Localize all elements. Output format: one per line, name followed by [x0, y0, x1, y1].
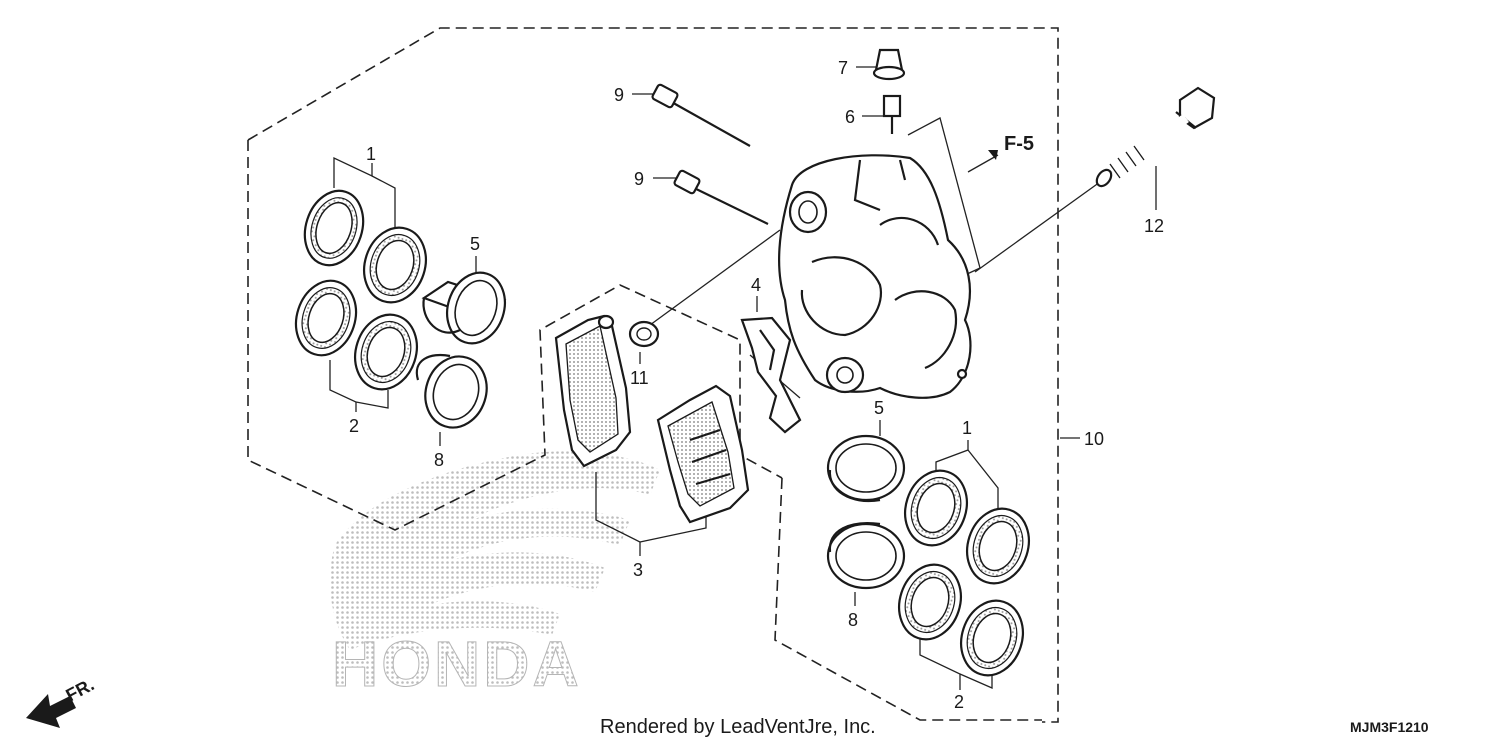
callout-10: 10: [1084, 429, 1104, 449]
pad-spring-4: [740, 316, 802, 434]
assembly-outline-left: [247, 27, 1059, 723]
seal-ring-1d: [966, 507, 1030, 585]
callout-12: 12: [1144, 216, 1164, 236]
reference-arrow-icon: [988, 150, 998, 160]
callout-2-left: 2: [349, 416, 359, 436]
piston-8a: [415, 353, 488, 429]
mounting-bolt-12: [1095, 86, 1216, 188]
reference-f5: F-5: [988, 133, 1034, 160]
caliper-body: [778, 154, 972, 399]
piston-5b: [826, 434, 906, 503]
seal-ring-1b: [363, 226, 427, 304]
piston-8b: [826, 522, 906, 590]
seal-ring-2c: [898, 563, 962, 641]
callout-5-right: 5: [874, 398, 884, 418]
seal-ring-2d: [960, 599, 1024, 677]
diagram-code: MJM3F1210: [1350, 719, 1429, 735]
callout-7: 7: [838, 58, 848, 78]
seal-ring-2a: [294, 279, 358, 357]
bleeder-cap-7: [872, 48, 906, 81]
bleed-screw-6: [882, 94, 902, 134]
callout-9-upper: 9: [614, 85, 624, 105]
reference-label: F-5: [1004, 133, 1034, 155]
callout-1-right: 1: [962, 418, 972, 438]
seal-ring-2b: [354, 313, 418, 391]
washer-11: [628, 320, 660, 348]
pin-bolt-9a: [651, 83, 751, 147]
brake-pad-3a: [554, 314, 632, 468]
honda-wing-watermark: HONDA: [330, 451, 660, 701]
render-credit: Rendered by LeadVentJre, Inc.: [600, 716, 876, 738]
callout-11: 11: [630, 368, 649, 388]
callout-8-right: 8: [848, 610, 858, 630]
watermark-text: HONDA: [332, 628, 582, 700]
callout-3: 3: [633, 560, 643, 580]
callout-4: 4: [751, 275, 761, 295]
front-arrow-icon: [26, 694, 76, 728]
assembly-outline-right: [774, 477, 1042, 721]
piston-5a: [421, 271, 507, 345]
seal-ring-1c: [904, 469, 968, 547]
callout-8-left: 8: [434, 450, 444, 470]
front-direction: FR.: [26, 674, 97, 728]
callout-5-left: 5: [470, 234, 480, 254]
seal-ring-1a: [303, 189, 365, 267]
callout-2-right: 2: [954, 692, 964, 712]
leader-lines: [329, 66, 1157, 690]
assembly-outline-left-lower: [247, 140, 783, 531]
callout-1-left: 1: [366, 144, 376, 164]
callout-numbers: 1 2 5 8 9 9 7 6 4 11 3 12 10 5 1 8 2: [349, 58, 1164, 712]
pin-bolt-9b: [673, 169, 769, 225]
callout-9-lower: 9: [634, 169, 644, 189]
callout-6: 6: [845, 107, 855, 127]
brake-pad-3b: [656, 384, 750, 524]
